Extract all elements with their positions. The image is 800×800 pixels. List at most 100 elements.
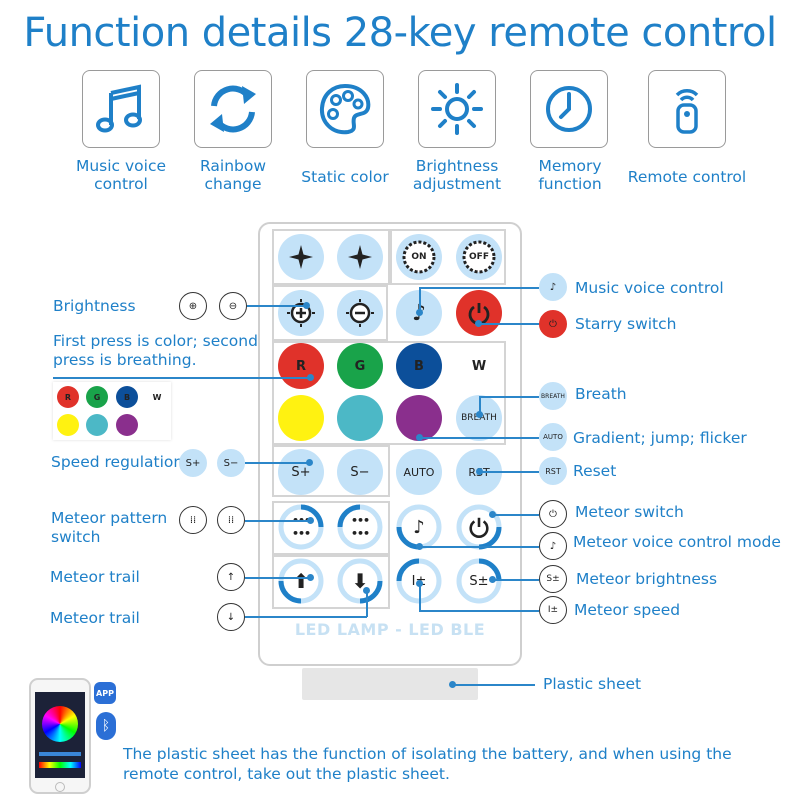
plastic-sheet	[302, 668, 478, 700]
meteor-speed-icon: I±	[539, 596, 567, 624]
starry-mode-button-2[interactable]	[337, 234, 383, 280]
leader-line	[479, 323, 539, 325]
label-plastic-sheet: Plastic sheet	[543, 675, 642, 693]
plastic-sheet-note: The plastic sheet has the function of is…	[123, 745, 732, 783]
leader-line	[453, 684, 535, 686]
leader-line	[366, 590, 368, 617]
phone-app-image	[29, 678, 91, 794]
power-icon	[469, 517, 489, 538]
meteor-ring-icon	[278, 558, 324, 604]
leader-dot	[476, 468, 483, 475]
leader-line	[419, 546, 539, 548]
white-button[interactable]: W	[456, 343, 502, 389]
starry-power-button[interactable]	[456, 290, 502, 336]
swatch-blue: B	[116, 386, 138, 408]
color-swatch-panel: R G B W	[53, 382, 171, 440]
auto-button[interactable]: AUTO	[396, 449, 442, 495]
breath-icon: BREATH	[539, 382, 567, 410]
label-music-voice: Music voice control	[575, 279, 724, 297]
rainbow-change-icon	[210, 85, 256, 133]
leader-dot	[363, 587, 370, 594]
feature-memory	[530, 70, 608, 148]
label-meteor-trail-down: Meteor trail	[50, 609, 140, 627]
leader-dot	[476, 411, 483, 418]
gear-ring-icon	[462, 240, 496, 274]
brightness-down-icon	[346, 299, 374, 327]
leader-dot	[416, 434, 423, 441]
leader-line	[492, 514, 539, 516]
color-bar-icon	[39, 762, 81, 768]
phone-screen	[35, 692, 85, 778]
swatch-purple	[116, 414, 138, 436]
off-button[interactable]: OFF	[456, 234, 502, 280]
leader-line	[419, 583, 421, 611]
swatch-red: R	[57, 386, 79, 408]
brightness-down-button[interactable]	[337, 290, 383, 336]
swatch-yellow	[57, 414, 79, 436]
brightness-icon	[431, 83, 483, 135]
swatch-white: W	[146, 386, 168, 408]
meteor-pattern-button-2[interactable]: ••••••	[337, 504, 383, 550]
blue-button[interactable]: B	[396, 343, 442, 389]
meteor-pattern-button-1[interactable]: ••••••	[278, 504, 324, 550]
purple-button[interactable]	[396, 395, 442, 441]
leader-line	[419, 610, 539, 612]
red-button[interactable]: R	[278, 343, 324, 389]
music-note-icon: ♪	[539, 273, 567, 301]
feature-remote-control	[648, 70, 726, 148]
meteor-ring-icon	[278, 504, 324, 550]
music-note-icon: ♪	[539, 532, 567, 560]
auto-icon: AUTO	[539, 423, 567, 451]
label-meteor-brightness: Meteor brightness	[576, 570, 718, 588]
gear-ring-icon	[402, 240, 436, 274]
music-note-icon	[96, 84, 142, 133]
speed-down-icon: S−	[217, 449, 245, 477]
slider-icon	[39, 752, 81, 756]
yellow-button[interactable]	[278, 395, 324, 441]
dots-icon: ⁞⁞	[217, 506, 245, 534]
star-icon	[348, 245, 372, 269]
leader-line	[245, 520, 311, 522]
feature-music-voice	[82, 70, 160, 148]
label-reset: Reset	[573, 462, 617, 480]
bluetooth-icon: ᛒ	[96, 712, 116, 740]
meteor-switch-button[interactable]	[456, 504, 502, 550]
starry-mode-button-1[interactable]	[278, 234, 324, 280]
app-badge: APP	[94, 682, 116, 704]
leader-dot	[307, 374, 314, 381]
leader-line	[245, 616, 367, 618]
leader-line	[53, 377, 311, 379]
leader-line	[492, 579, 539, 581]
cyan-button[interactable]	[337, 395, 383, 441]
feature-rainbow-change	[194, 70, 272, 148]
feature-label-static: Static color	[301, 168, 389, 186]
feature-static-color	[306, 70, 384, 148]
speed-up-button[interactable]: S+	[278, 449, 324, 495]
meteor-brightness-button[interactable]: S±	[456, 558, 502, 604]
music-note-icon: ♪	[413, 516, 425, 538]
label-meteor-trail-up: Meteor trail	[50, 568, 140, 586]
meteor-trail-up-button[interactable]: ⬆	[278, 558, 324, 604]
on-button[interactable]: ON	[396, 234, 442, 280]
power-icon: ⏻	[539, 310, 567, 338]
speed-down-button[interactable]: S−	[337, 449, 383, 495]
label-starry-switch: Starry switch	[575, 315, 677, 333]
swatch-cyan	[86, 414, 108, 436]
meteor-trail-down-button[interactable]: ⬇	[337, 558, 383, 604]
label-meteor-speed: Meteor speed	[574, 601, 681, 619]
meteor-brightness-icon: S±	[539, 565, 567, 593]
swatch-green: G	[86, 386, 108, 408]
label-brightness: Brightness	[53, 297, 136, 315]
remote-icon	[675, 89, 699, 134]
feature-brightness	[418, 70, 496, 148]
brightness-up-button[interactable]	[278, 290, 324, 336]
label-gradient: Gradient; jump; flicker	[573, 429, 747, 447]
page-title: Function details 28-key remote control	[23, 10, 777, 56]
dots-icon: ••••••	[350, 514, 370, 540]
green-button[interactable]: G	[337, 343, 383, 389]
